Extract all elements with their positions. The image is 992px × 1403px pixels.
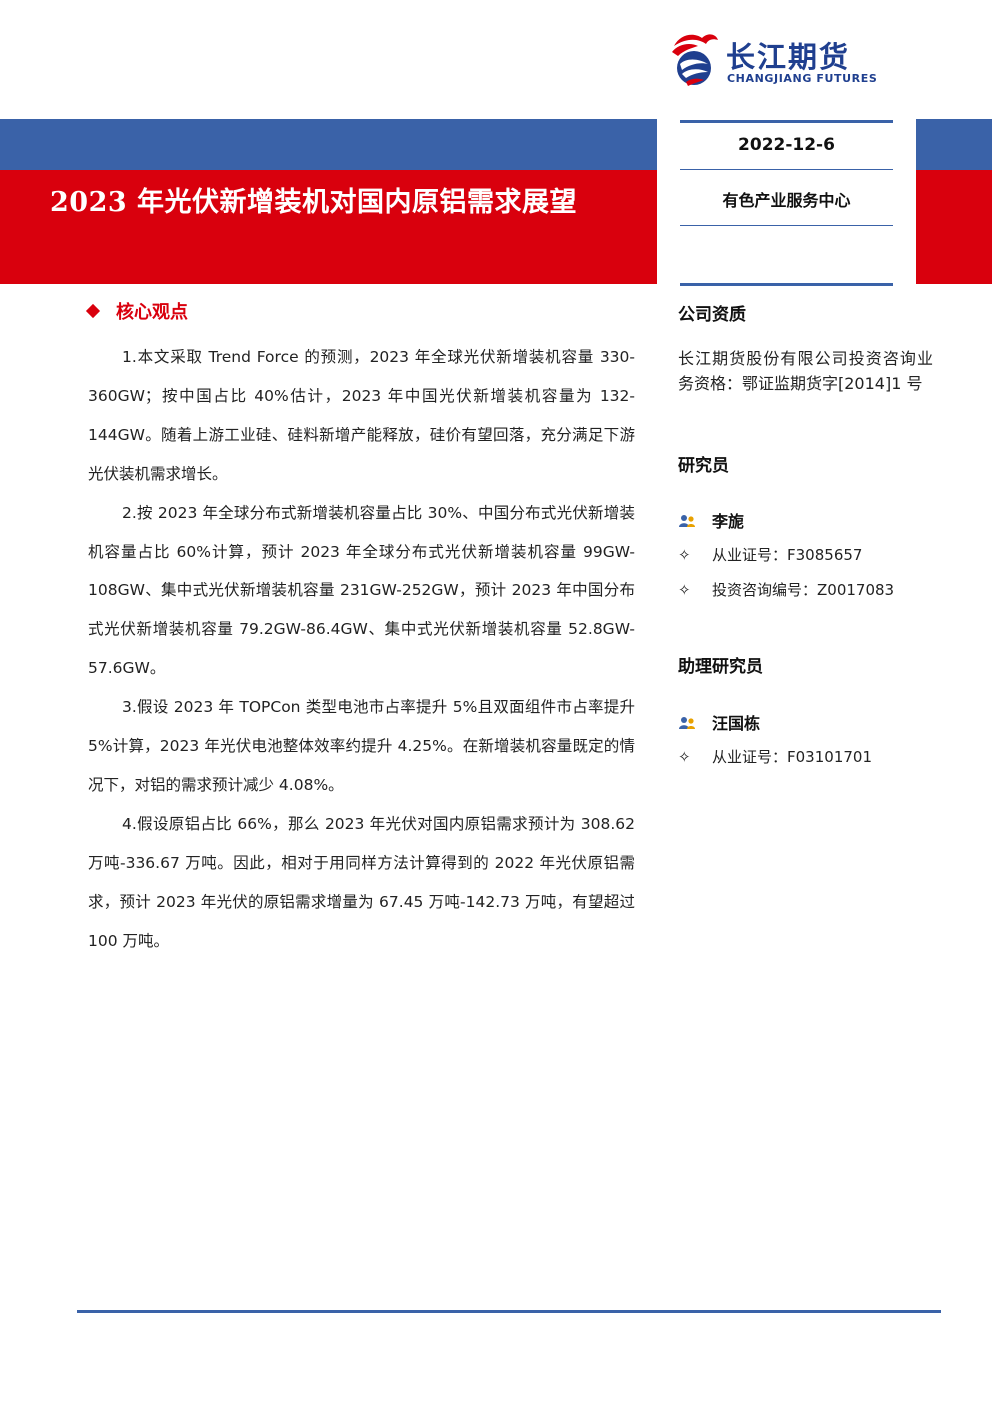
advisory-label: 投资咨询编号： [712, 581, 818, 599]
info-box-bottom-rule [680, 283, 893, 286]
logo-emblem-icon [672, 34, 718, 86]
star-outline-icon: ✧ [678, 546, 691, 564]
core-views-body: 1.本文采取 Trend Force 的预测，2023 年全球光伏新增装机容量 … [88, 338, 635, 961]
researcher-name: 李旎 [712, 512, 745, 531]
logo-name-cn: 长江期货 [726, 40, 851, 74]
cert-label: 从业证号： [712, 748, 788, 766]
report-department: 有色产业服务中心 [722, 191, 851, 210]
researcher-heading: 研究员 [678, 456, 729, 476]
paragraph-4: 4.假设原铝占比 66%，那么 2023 年光伏对国内原铝需求预计为 308.6… [88, 814, 635, 950]
header-band-red-right [916, 170, 992, 284]
assistant-name: 汪国栋 [712, 714, 761, 733]
header-band-red-left [0, 170, 657, 284]
paragraph-1: 1.本文采取 Trend Force 的预测，2023 年全球光伏新增装机容量 … [88, 348, 635, 483]
researcher-advisory-row: ✧ 投资咨询编号：Z0017083 [678, 579, 894, 600]
header-band-blue-left [0, 119, 657, 170]
core-views-title: 核心观点 [116, 302, 188, 323]
star-outline-icon: ✧ [678, 748, 691, 766]
assistant-cert-row: ✧ 从业证号：F03101701 [678, 746, 872, 767]
header-band-blue-right [916, 119, 992, 170]
qualification-text: 长江期货股份有限公司投资咨询业务资格：鄂证监期货字[2014]1 号 [678, 349, 933, 393]
company-logo: 长江期货 CHANGJIANG FUTURES [668, 30, 908, 90]
researcher-cert-row: ✧ 从业证号：F3085657 [678, 544, 862, 565]
cert-value: F03101701 [787, 748, 872, 766]
logo-name-en: CHANGJIANG FUTURES [727, 72, 878, 85]
assistant-heading: 助理研究员 [678, 657, 763, 677]
advisory-value: Z0017083 [817, 581, 895, 599]
people-icon [679, 515, 695, 527]
qualification-heading: 公司资质 [678, 305, 746, 325]
paragraph-3: 3.假设 2023 年 TOPCon 类型电池市占率提升 5%且双面组件市占率提… [88, 698, 635, 794]
assistant-name-row: 汪国栋 [678, 710, 760, 734]
info-box-rule [680, 225, 893, 226]
info-box-rule [680, 169, 893, 170]
researcher-name-row: 李旎 [678, 508, 744, 532]
core-views-heading: 核心观点 [85, 298, 188, 324]
report-date: 2022-12-6 [738, 135, 835, 155]
cert-value: F3085657 [787, 546, 863, 564]
diamond-bullet-icon [85, 303, 101, 319]
star-outline-icon: ✧ [678, 581, 691, 599]
report-title: 2023 年光伏新增装机对国内原铝需求展望 [50, 187, 578, 218]
cert-label: 从业证号： [712, 546, 788, 564]
footer-rule [77, 1310, 941, 1313]
people-icon [679, 717, 695, 729]
info-box-top-rule [680, 120, 893, 123]
paragraph-2: 2.按 2023 年全球分布式新增装机容量占比 30%、中国分布式光伏新增装机容… [88, 503, 635, 678]
